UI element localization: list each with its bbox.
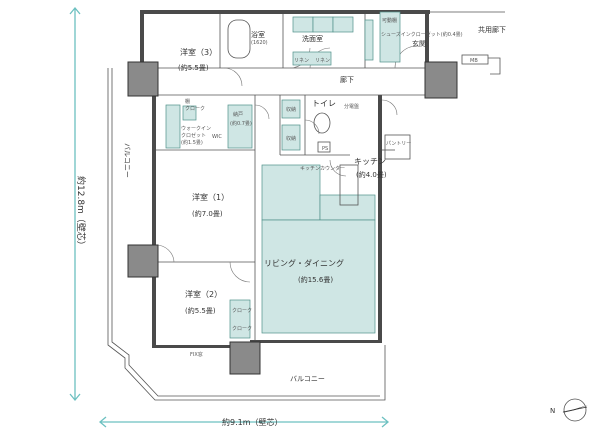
- column-mid-left: [127, 244, 159, 278]
- label-closet-small: 可動棚: [382, 17, 397, 24]
- column-top-right: [424, 61, 458, 99]
- label-ps: PS: [322, 146, 328, 152]
- label-bath: 浴室: [251, 30, 265, 39]
- dimension-vertical-label: 約12.8m（壁芯）: [75, 176, 87, 250]
- label-pantry: パントリー: [386, 141, 411, 147]
- label-walkin-size: (約1.5畳): [181, 139, 203, 146]
- label-corridor: 廊下: [340, 75, 354, 84]
- ps-box: [317, 141, 331, 153]
- mb-outline: [488, 57, 501, 75]
- label-elec: 分電盤: [344, 103, 359, 110]
- storage-blocks: [165, 11, 401, 339]
- column-top-left: [127, 61, 159, 97]
- kitchen-counter-fixture: [339, 164, 359, 206]
- label-washroom: 洗面室: [302, 34, 323, 43]
- label-shoe-closet: シューズインクローゼット(約0.4畳): [381, 31, 463, 38]
- label-living-size: (約15.6畳): [298, 275, 333, 284]
- label-closet-b: クローク: [232, 326, 252, 332]
- label-western1: 洋室（1）: [192, 192, 229, 202]
- label-balcony-bottom: バルコニー: [290, 375, 325, 383]
- outer-walls: [140, 10, 430, 348]
- compass-label: N: [550, 407, 555, 415]
- label-linen2: リネン: [315, 58, 330, 64]
- dimension-vertical: [69, 6, 81, 402]
- interior-walls: [144, 14, 425, 340]
- label-kitchen: キッチン: [354, 157, 386, 166]
- label-fixed-window: FIX窓: [190, 351, 203, 358]
- pantry-box: [384, 134, 411, 160]
- label-shelf: 棚: [185, 98, 190, 105]
- label-storage-size: (約0.7畳): [230, 120, 252, 127]
- dimension-horizontal: [98, 416, 390, 428]
- label-linen1: リネン: [294, 58, 309, 64]
- column-bottom: [229, 341, 261, 375]
- label-closet-top: クローク: [185, 106, 205, 112]
- label-storage-b: 収納: [286, 135, 296, 142]
- label-western2-size: (約5.5畳): [185, 306, 216, 315]
- label-wic: WIC: [212, 134, 222, 140]
- label-western2: 洋室（2）: [185, 289, 222, 299]
- label-kitchen-size: (約4.0畳): [356, 170, 387, 179]
- label-bath-size: (1620): [251, 40, 268, 46]
- mb-box: [461, 54, 489, 65]
- bathtub: [227, 19, 251, 59]
- label-western1-size: (約7.0畳): [192, 209, 223, 218]
- label-western3: 洋室（3）: [180, 47, 217, 57]
- label-storage: 納戸: [233, 111, 243, 118]
- label-closet-a: クローク: [232, 308, 252, 314]
- compass-icon: [562, 398, 588, 422]
- label-walkin2: クロゼット: [181, 132, 206, 139]
- label-living: リビング・ダイニング: [264, 258, 344, 268]
- label-entrance: 玄関: [412, 39, 426, 48]
- dimension-horizontal-label: 約9.1m（壁芯）: [222, 417, 283, 427]
- label-storage-a: 収納: [286, 106, 296, 113]
- label-balcony-left: バルコニー: [123, 143, 131, 178]
- label-western3-size: (約5.5畳): [178, 63, 209, 72]
- label-toilet: トイレ: [312, 99, 336, 108]
- label-counter: キッチンカウンター: [300, 165, 345, 172]
- label-mb: MB: [470, 58, 478, 64]
- balcony-outline: [107, 68, 386, 401]
- label-walkin: ウォークイン: [181, 125, 211, 132]
- toilet-fixture: [313, 112, 331, 134]
- label-shared-corridor: 共用廊下: [478, 25, 506, 34]
